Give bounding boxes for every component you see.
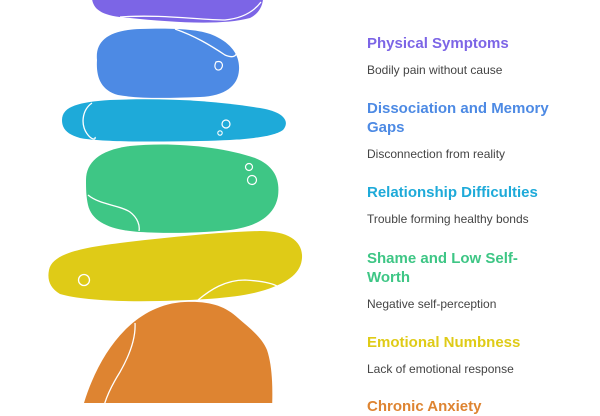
- label-physical-symptoms: Physical Symptoms: [367, 34, 567, 53]
- item-description: Lack of emotional response: [367, 362, 514, 376]
- label-relationship: Relationship Difficulties: [367, 183, 567, 202]
- item-description: Disconnection from reality: [367, 147, 506, 161]
- item-title: Emotional Numbness: [367, 334, 521, 351]
- stone-shame: [86, 144, 279, 233]
- stone-physical-symptoms: [92, 0, 263, 23]
- label-dissociation: Dissociation and Memory Gaps: [367, 99, 567, 137]
- label-chronic-anxiety: Chronic Anxiety: [367, 397, 567, 416]
- stone-relationship: [62, 99, 286, 142]
- item-description: Bodily pain without cause: [367, 63, 503, 77]
- stone-emotional-numbness: [48, 231, 303, 302]
- item-title: Shame and Low Self-Worth: [367, 250, 518, 286]
- stacked-stones-diagram: [48, 0, 303, 403]
- label-emotional-numbness: Emotional Numbness: [367, 333, 567, 352]
- item-title: Dissociation and Memory Gaps: [367, 100, 549, 136]
- stone-dissociation: [96, 28, 240, 98]
- item-title: Relationship Difficulties: [367, 184, 538, 201]
- stone-chronic-anxiety: [84, 301, 273, 403]
- item-description: Trouble forming healthy bonds: [367, 212, 529, 226]
- label-shame: Shame and Low Self-Worth: [367, 249, 527, 287]
- item-description: Negative self-perception: [367, 297, 497, 311]
- item-title: Chronic Anxiety: [367, 398, 482, 415]
- item-title: Physical Symptoms: [367, 35, 509, 52]
